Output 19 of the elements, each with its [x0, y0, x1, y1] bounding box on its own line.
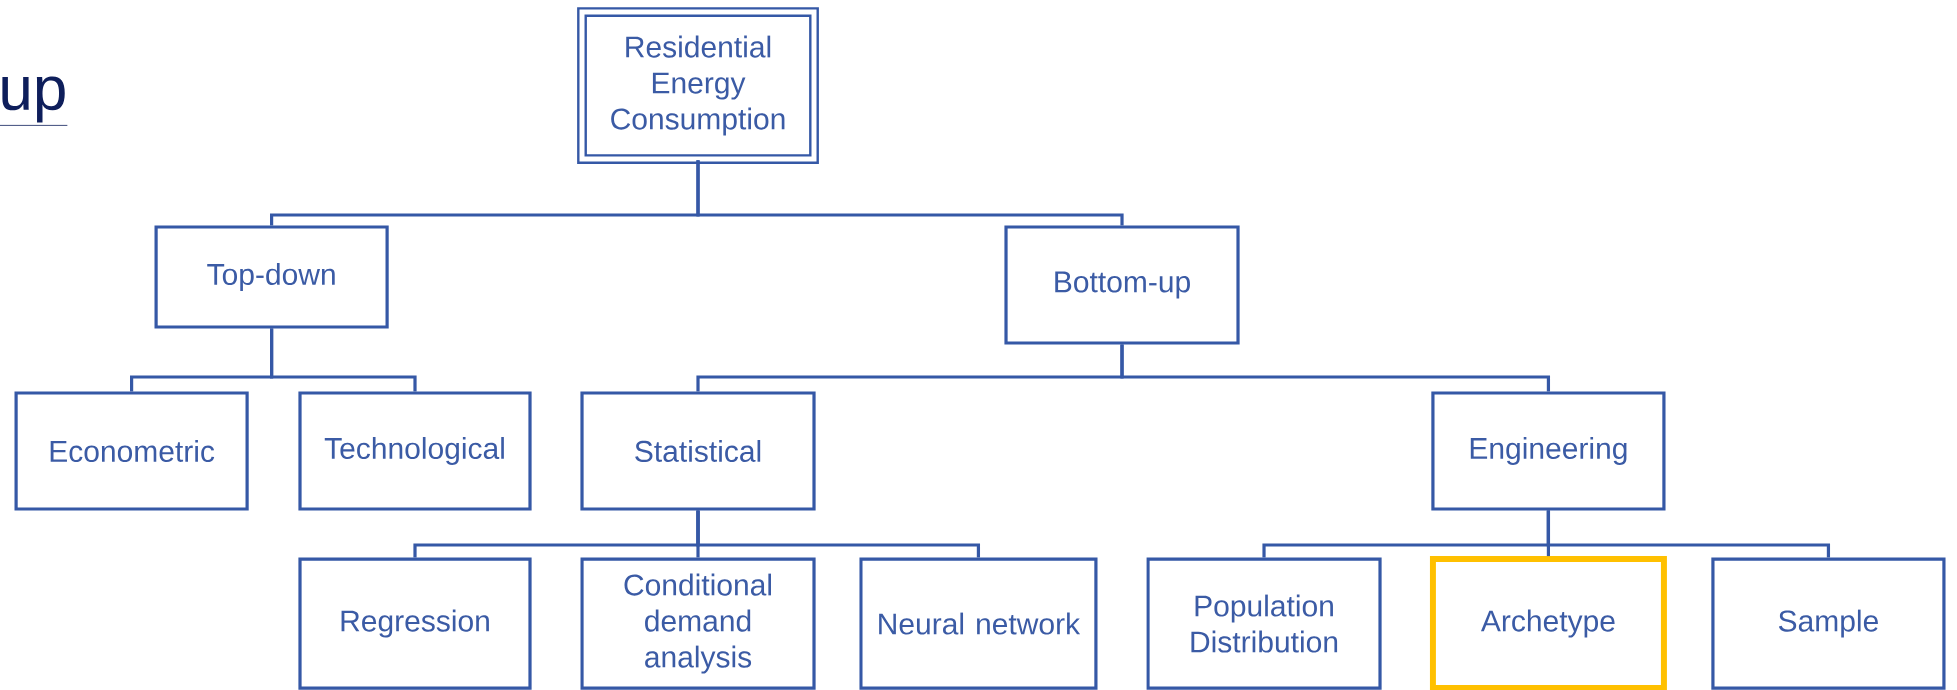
process-box: Sample — [1711, 557, 1946, 690]
process-box: Neural network — [859, 557, 1098, 690]
process-box: Econometric — [14, 391, 249, 511]
process-box: Population Distribution — [1146, 557, 1382, 690]
process-box: Statistical — [580, 391, 816, 511]
connector-line — [270, 328, 417, 392]
connector-line — [1120, 344, 1550, 392]
process-box: Technological — [298, 391, 532, 511]
connector-line — [1546, 510, 1831, 558]
connector-line — [696, 510, 980, 558]
process-box: Bottom-up — [1004, 225, 1240, 345]
process-box: Residential Energy Consumption — [577, 7, 819, 164]
heading-text: up — [0, 76, 68, 126]
process-box: Conditional demand analysis — [580, 557, 816, 690]
connector-line — [696, 160, 1124, 226]
process-box: Archetype — [1429, 556, 1667, 690]
process-box: Engineering — [1431, 391, 1666, 511]
process-box: Top-down — [154, 225, 389, 329]
process-box: Regression — [298, 557, 532, 690]
